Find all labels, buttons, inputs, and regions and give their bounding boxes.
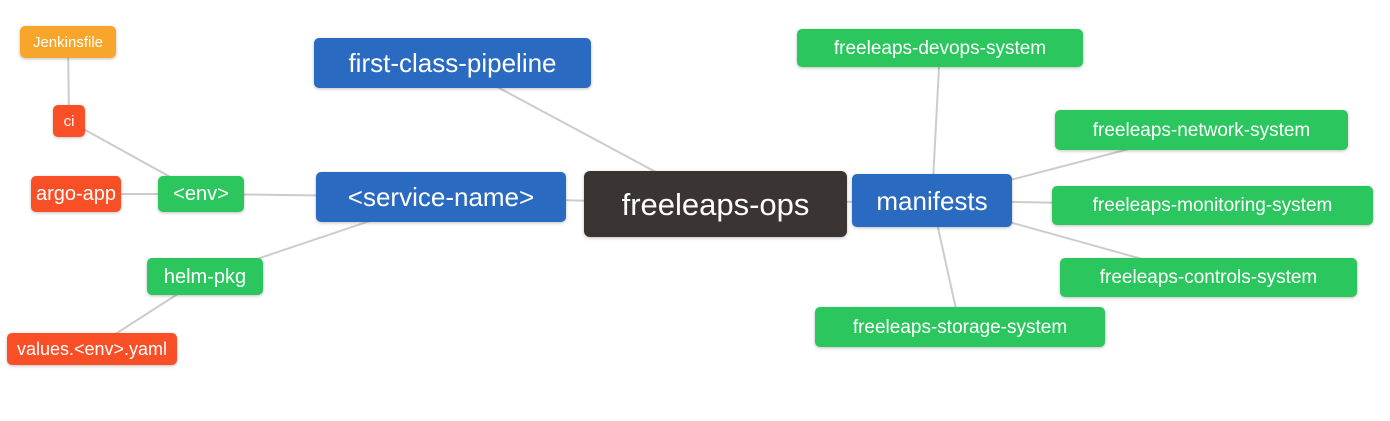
node-service-name[interactable]: <service-name> [316, 172, 566, 222]
node-manifests[interactable]: manifests [852, 174, 1012, 227]
node-helm-pkg[interactable]: helm-pkg [147, 258, 263, 295]
node-env[interactable]: <env> [158, 176, 244, 212]
node-first-class-pipeline[interactable]: first-class-pipeline [314, 38, 591, 88]
node-freeleaps-monitoring-system[interactable]: freeleaps-monitoring-system [1052, 186, 1373, 225]
node-freeleaps-devops-system[interactable]: freeleaps-devops-system [797, 29, 1083, 67]
node-freeleaps-ops[interactable]: freeleaps-ops [584, 171, 847, 237]
node-freeleaps-network-system[interactable]: freeleaps-network-system [1055, 110, 1348, 150]
node-argo-app[interactable]: argo-app [31, 176, 121, 212]
node-values-env-yaml[interactable]: values.<env>.yaml [7, 333, 177, 365]
node-freeleaps-controls-system[interactable]: freeleaps-controls-system [1060, 258, 1357, 297]
node-jenkinsfile[interactable]: Jenkinsfile [20, 26, 116, 58]
node-ci[interactable]: ci [53, 105, 85, 137]
node-freeleaps-storage-system[interactable]: freeleaps-storage-system [815, 307, 1105, 347]
